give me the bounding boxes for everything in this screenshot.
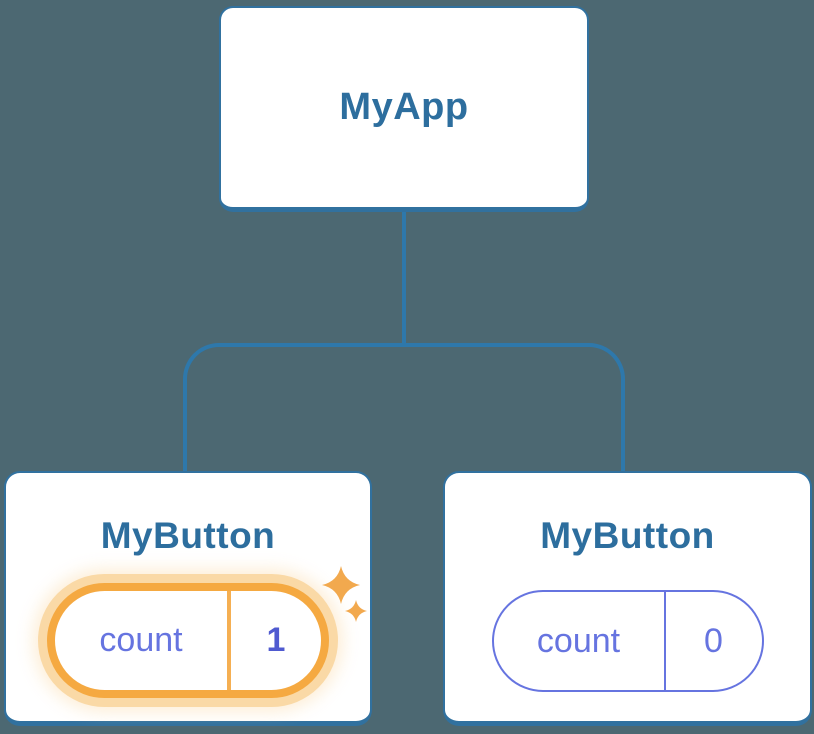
- state-value: 0: [704, 621, 723, 660]
- node-label: MyApp: [339, 86, 469, 128]
- sparkle-icon-small: [345, 600, 367, 622]
- sparkle-icon-large: [322, 566, 360, 604]
- tree-node-mybutton-updated: MyButton count 1: [4, 471, 372, 726]
- state-key-label: count: [494, 592, 666, 690]
- node-label: MyButton: [100, 515, 276, 556]
- connector-root-stem: [402, 212, 406, 347]
- tree-node-mybutton-unchanged: MyButton count 0: [443, 471, 812, 726]
- state-key-label: count: [55, 591, 231, 690]
- state-pill-count-1: count 1: [47, 583, 329, 698]
- state-value: 1: [266, 621, 286, 659]
- node-label: MyButton: [540, 515, 715, 556]
- tree-node-myapp: MyApp: [219, 6, 589, 212]
- state-pill-count-0: count 0: [491, 590, 764, 692]
- connector-children-bracket: [183, 343, 625, 473]
